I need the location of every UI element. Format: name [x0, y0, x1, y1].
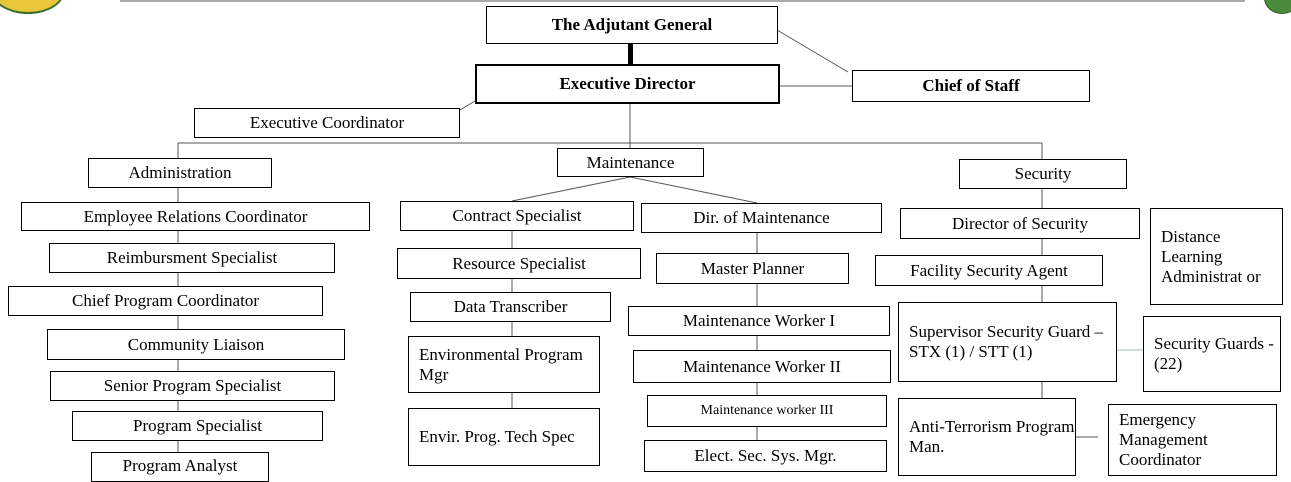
facility-security-agent-box: Facility Security Agent	[875, 255, 1103, 286]
maintenance-role-box: Data Transcriber	[410, 292, 611, 322]
director-of-security-box: Director of Security	[900, 208, 1140, 239]
maintenance-role-box: Maintenance Worker II	[633, 350, 891, 383]
adjutant-general-box: The Adjutant General	[486, 6, 778, 44]
anti-terrorism-box: Anti-Terrorism Program Man.	[898, 398, 1076, 476]
maintenance-role-box: Contract Specialist	[400, 201, 634, 231]
maintenance-role-box: Envir. Prog. Tech Spec	[408, 408, 600, 466]
security-guards-box: Security Guards - (22)	[1143, 316, 1281, 392]
maintenance-role-box: Dir. of Maintenance	[641, 203, 882, 233]
emergency-management-box: Emergency Management Coordinator	[1108, 404, 1277, 476]
executive-director-box: Executive Director	[475, 64, 780, 104]
executive-coordinator-box: Executive Coordinator	[194, 108, 460, 138]
admin-role-box: Reimbursment Specialist	[49, 243, 335, 273]
admin-role-box: Community Liaison	[47, 329, 345, 360]
security-box: Security	[959, 159, 1127, 189]
maintenance-role-box: Maintenance Worker I	[628, 306, 890, 336]
maintenance-role-box: Environmental Program Mgr	[408, 336, 600, 393]
chief-of-staff-box: Chief of Staff	[852, 70, 1090, 102]
admin-role-box: Chief Program Coordinator	[8, 286, 323, 316]
administration-box: Administration	[88, 158, 272, 188]
admin-role-box: Program Analyst	[91, 452, 269, 482]
maintenance-role-box: Maintenance worker III	[647, 395, 887, 427]
maintenance-role-box: Resource Specialist	[397, 248, 641, 279]
admin-role-box: Senior Program Specialist	[50, 371, 335, 401]
maintenance-role-box: Elect. Sec. Sys. Mgr.	[644, 440, 887, 472]
distance-learning-box: Distance Learning Administrat or	[1150, 208, 1283, 305]
maintenance-box: Maintenance	[557, 148, 704, 177]
supervisor-security-guard-box: Supervisor Security Guard – STX (1) / ST…	[898, 302, 1117, 382]
maintenance-role-box: Master Planner	[656, 253, 849, 284]
admin-role-box: Employee Relations Coordinator	[21, 202, 370, 231]
admin-role-box: Program Specialist	[72, 411, 323, 441]
